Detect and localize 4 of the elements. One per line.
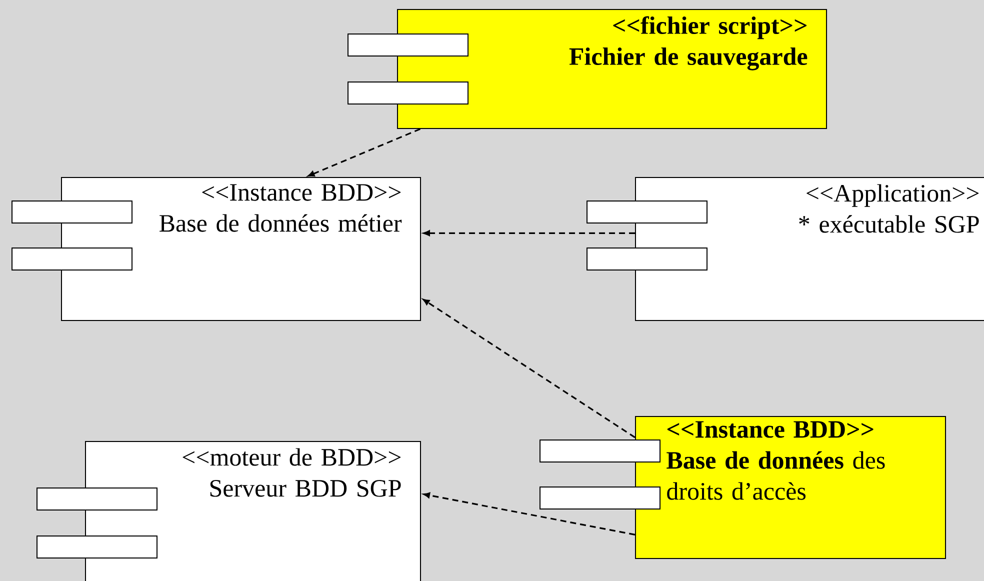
dependency-arrow bbox=[423, 230, 635, 236]
dependency-arrow bbox=[422, 298, 636, 438]
dependency-arrow bbox=[423, 492, 636, 536]
dependency-arrow bbox=[308, 128, 421, 177]
